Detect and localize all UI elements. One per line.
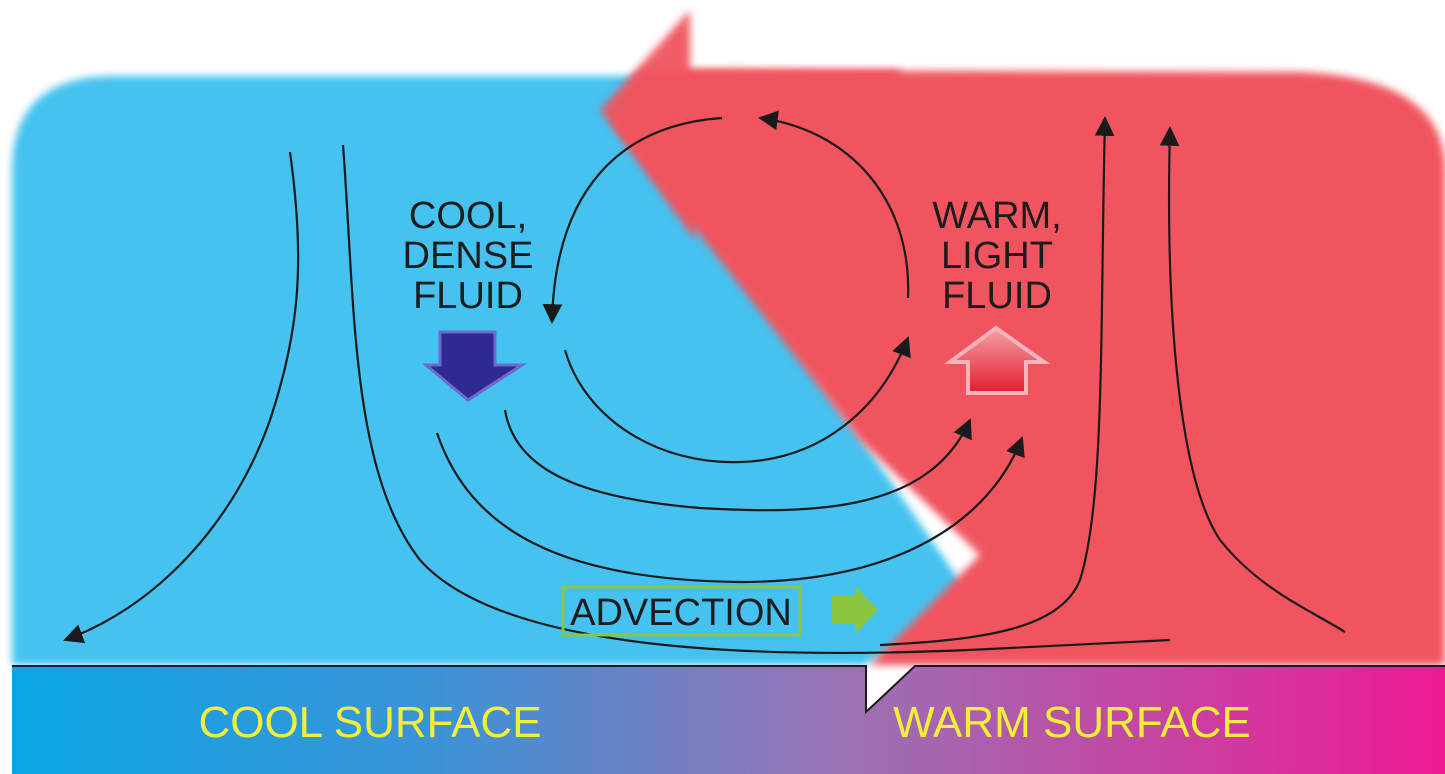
- up-arrow-icon: [943, 325, 1051, 395]
- warm-fluid-label-line1: WARM,: [932, 195, 1061, 237]
- left-arrow-icon: [600, 10, 900, 240]
- flow-lines: [63, 110, 1346, 654]
- left-stream-outer: [63, 151, 300, 644]
- advection-label: ADVECTION: [561, 585, 802, 637]
- cool-fluid-label-line3: FLUID: [413, 275, 523, 317]
- advection-text: ADVECTION: [570, 592, 792, 634]
- down-arrow-icon: [421, 330, 528, 402]
- warm-fluid-label: WARM, LIGHT FLUID: [932, 195, 1061, 317]
- warm-fluid-label-line3: FLUID: [942, 275, 1052, 317]
- warm-surface-label: WARM SURFACE: [893, 698, 1251, 747]
- cool-surface-label: COOL SURFACE: [198, 698, 541, 747]
- cool-fluid-label-line2: DENSE: [403, 235, 534, 277]
- right-stream-outer: [1159, 126, 1346, 633]
- stream-middle: [435, 432, 1025, 584]
- left-stream-inner: [341, 144, 1171, 654]
- advection-box: [561, 585, 802, 637]
- right-stream-inner: [879, 116, 1115, 647]
- warm-fluid-label-line2: LIGHT: [941, 235, 1053, 277]
- convection-cell-path-bottom: [563, 336, 911, 464]
- convection-cell-path-right: [758, 110, 910, 299]
- stream-near: [503, 409, 972, 512]
- right-arrow-icon: [832, 586, 878, 634]
- warm-fluid-region: [612, 70, 1445, 665]
- cool-fluid-label-line1: COOL,: [409, 195, 527, 237]
- cool-fluid-label: COOL, DENSE FLUID: [403, 195, 534, 317]
- convection-cell-path-top: [542, 116, 723, 324]
- surface-strip: [12, 665, 1445, 774]
